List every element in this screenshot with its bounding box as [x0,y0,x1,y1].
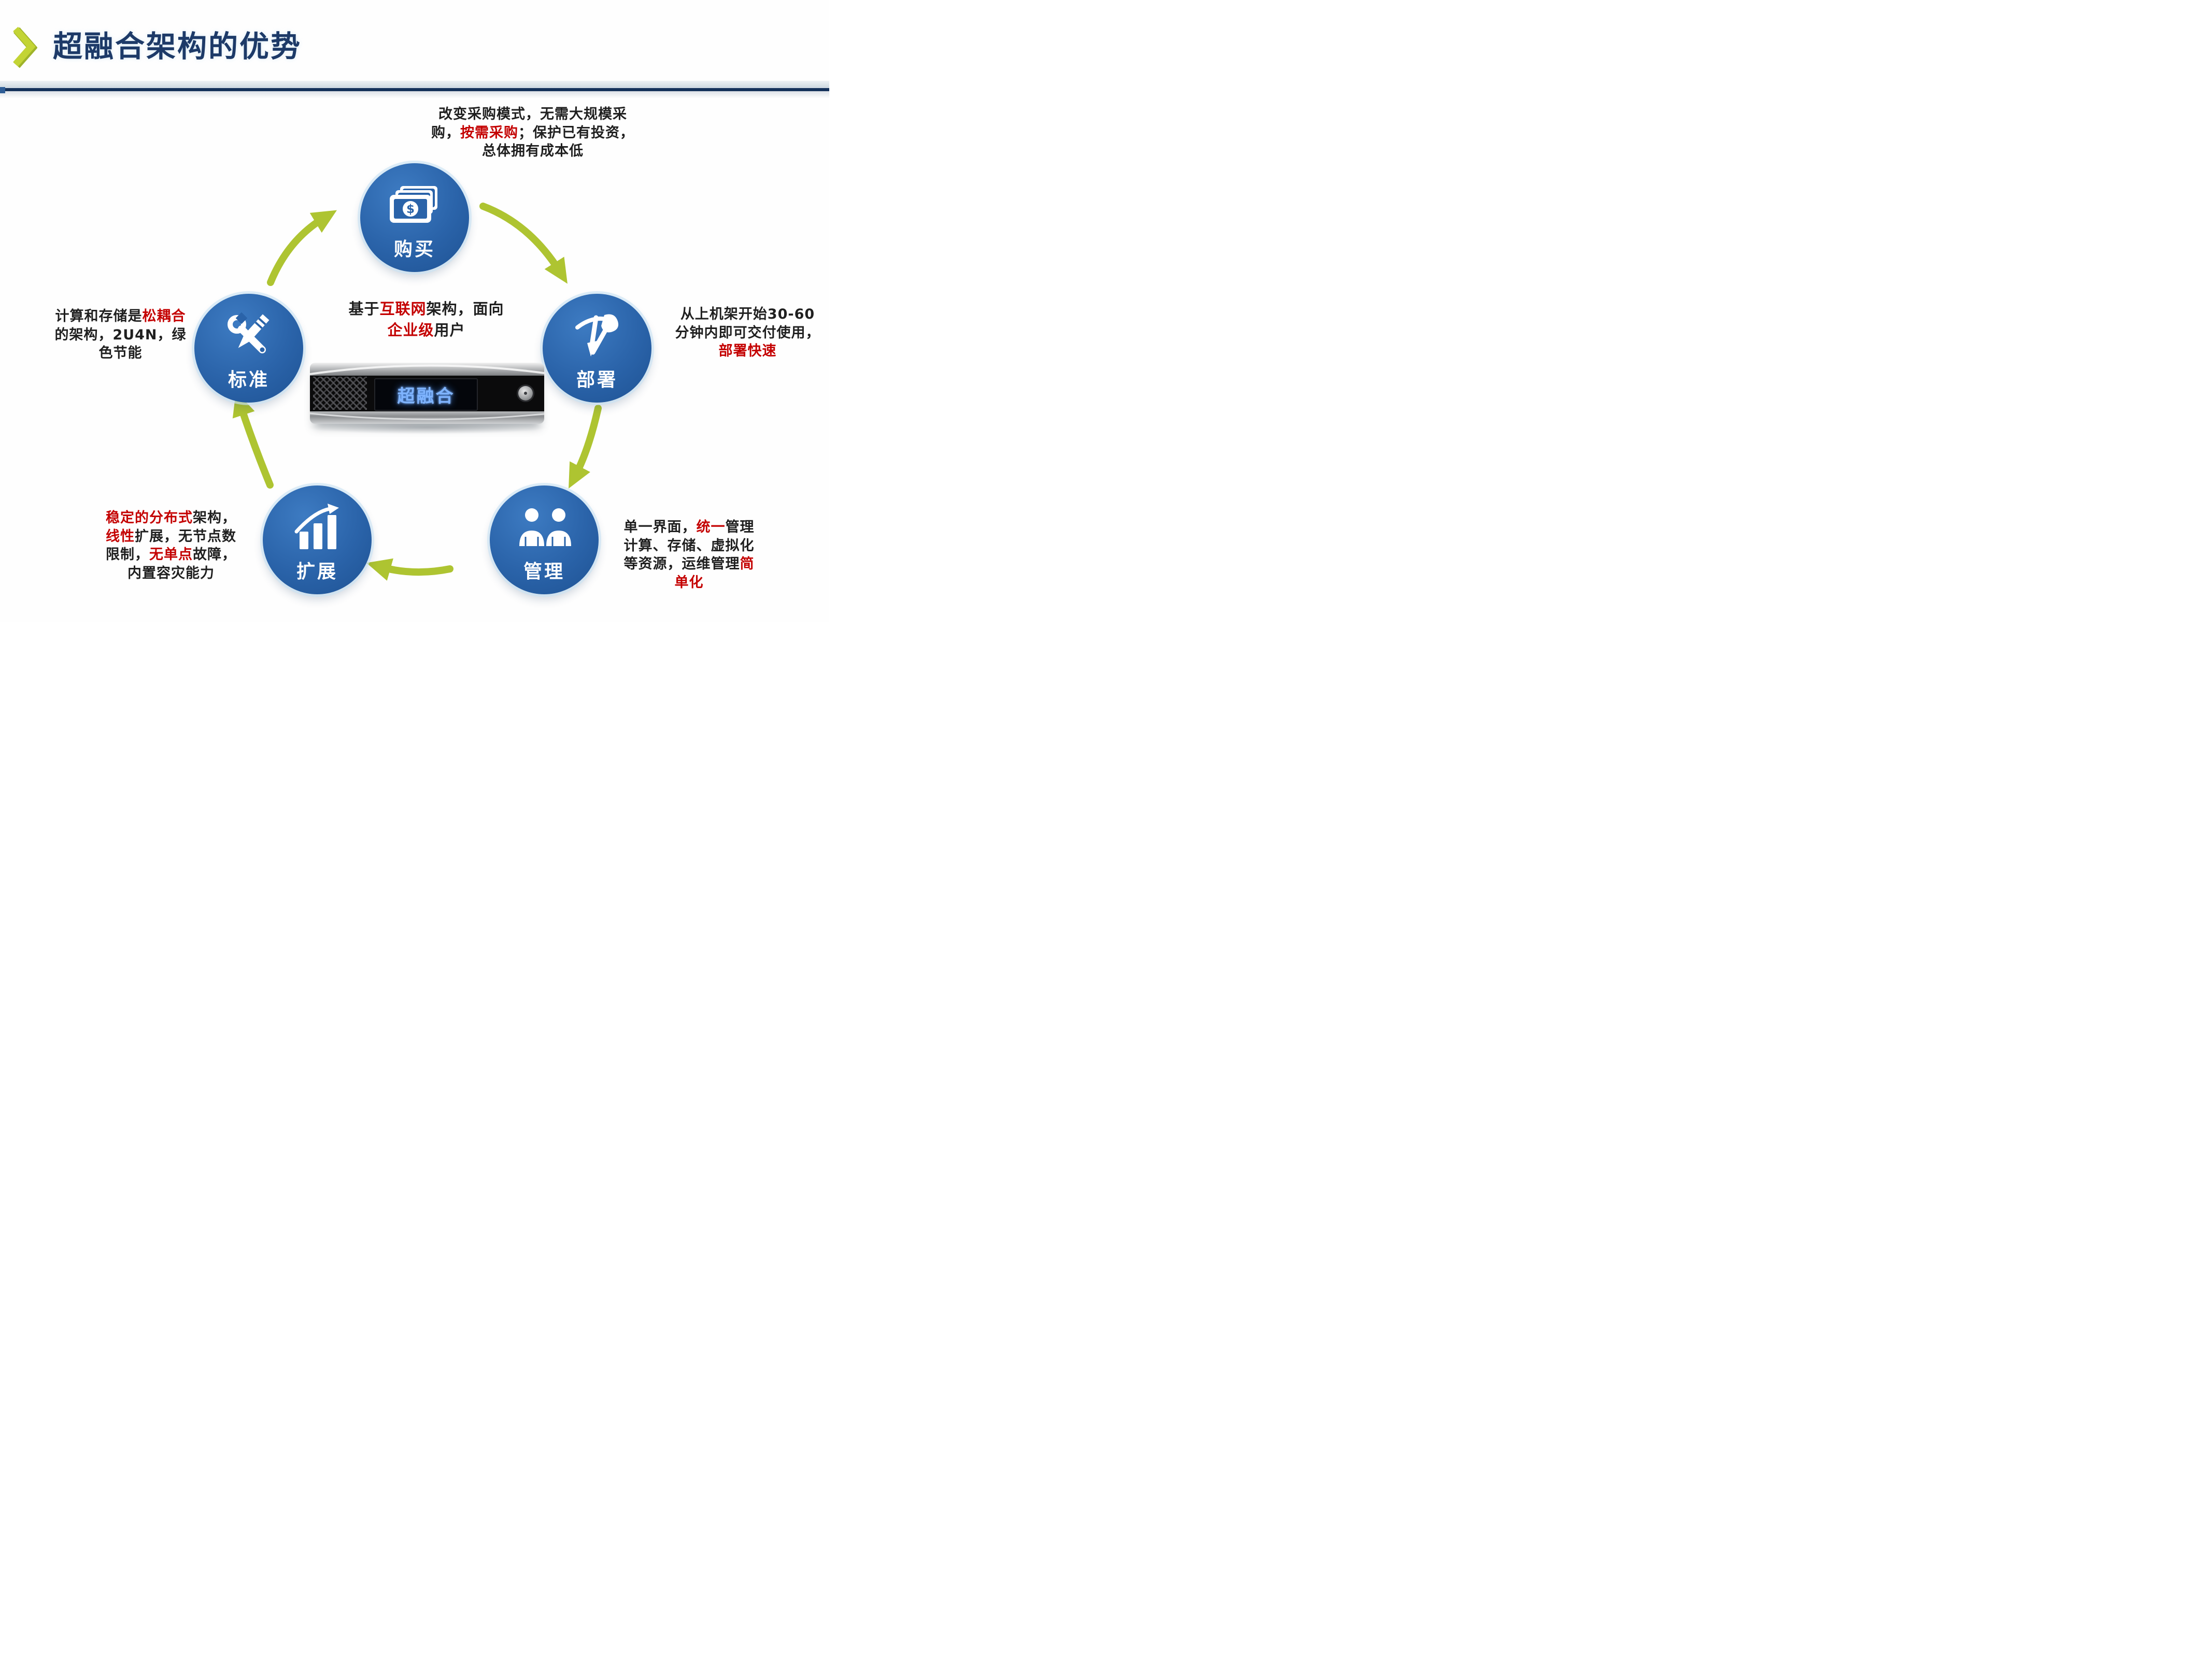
server-screen-label: 超融合 [397,386,455,407]
cycle-arrows [232,203,602,581]
power-button-dot [524,392,527,395]
node-buy-label: 购买 [393,239,435,260]
node-deploy: 部署 [543,294,651,403]
wrench-tools-icon [223,310,275,362]
slide: 超融合架构的优势 改变采购模式，无需大规模采购，按需采购；保护已有投资，总体拥有… [0,0,829,622]
server-appliance: 超融合 [310,363,544,424]
banknotes-icon: $ [389,179,441,231]
chevron-right-icon [13,26,37,68]
note-expand: 稳定的分布式架构，线性扩展，无节点数限制，无单点故障，内置容灾能力 [106,510,236,581]
people-icon [515,502,573,553]
pickaxe-shovel-icon [570,310,624,362]
node-deploy-label: 部署 [576,369,618,391]
page-title: 超融合架构的优势 [53,30,302,64]
node-expand-label: 扩展 [296,561,338,582]
center-caption: 基于互联网架构，面向企业级用户 [348,300,504,339]
bar-chart-icon [291,502,343,553]
divider-line [0,88,829,91]
server-top-bezel [310,363,544,376]
server-chassis: 超融合 [310,376,544,411]
divider-shadow [0,91,829,98]
note-manage: 单一界面，统一管理计算、存储、虚拟化等资源，运维管理简单化 [623,519,755,591]
svg-text:$: $ [406,203,415,216]
node-buy: $ 购买 [360,163,469,272]
note-standard: 计算和存储是松耦合的架构，2U4N，绿色节能 [54,308,187,362]
node-expand: 扩展 [263,485,372,594]
divider-band [0,81,829,88]
divider-left-notch [0,87,5,93]
arrow-buy-to-deploy [479,203,568,284]
node-manage-label: 管理 [523,561,565,582]
node-standard: 标准 [194,294,303,403]
arrow-expand-to-standard [232,391,274,489]
arrow-standard-to-buy [267,210,337,286]
node-standard-label: 标准 [228,369,270,391]
server-vent-mesh [313,377,367,410]
note-buy: 改变采购模式，无需大规模采购，按需采购；保护已有投资，总体拥有成本低 [431,106,634,160]
arrow-manage-to-expand [366,558,453,581]
server-screen: 超融合 [374,378,478,411]
node-manage: 管理 [490,485,599,594]
server-bottom-bezel [310,411,544,424]
arrow-deploy-to-manage [569,405,602,489]
